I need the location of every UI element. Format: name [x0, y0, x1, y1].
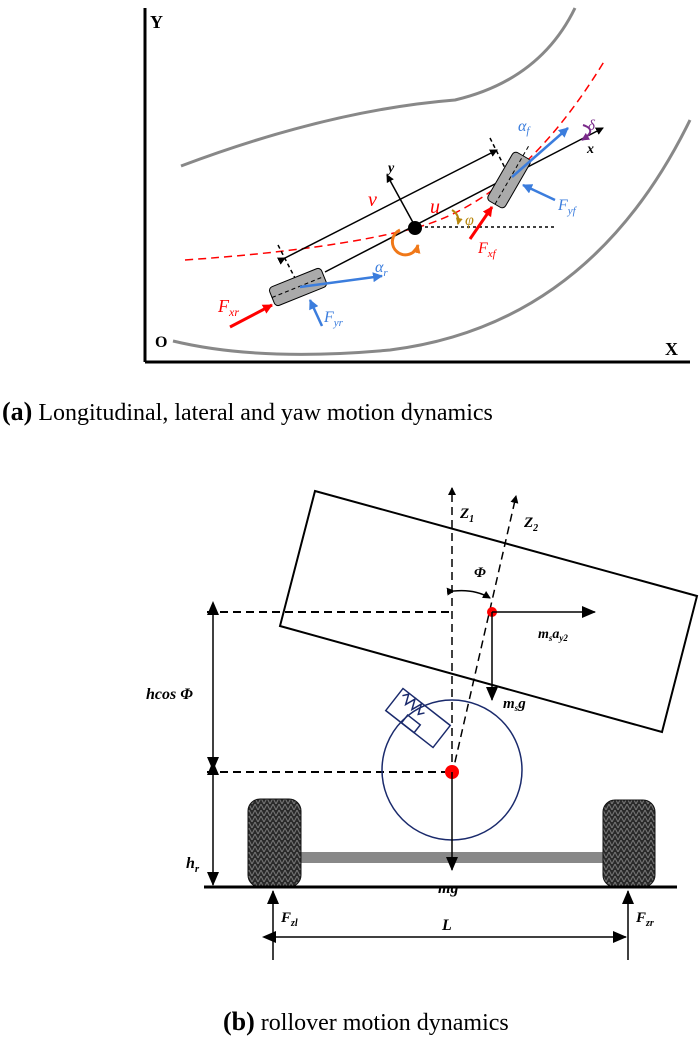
rear-dim-tick	[277, 244, 298, 283]
F-yr-arrow	[308, 299, 324, 327]
F-xr-arrow	[229, 303, 273, 329]
F-yf-label: Fyf	[557, 197, 578, 217]
axle	[298, 852, 604, 863]
body-y-axis	[386, 174, 417, 229]
F-xf-arrow	[468, 206, 494, 240]
yaw-rate-arrow	[390, 228, 421, 257]
panel-a: Y X O y x v u φ δ αf Fyf	[2, 7, 692, 426]
F-yr-label: Fyr	[323, 309, 344, 329]
Z2-axis	[451, 495, 519, 776]
F-xr-label: Fxr	[217, 296, 239, 319]
front-wheel	[487, 145, 531, 209]
sprung-weight-label: msg	[503, 696, 526, 713]
delta-label: δ	[588, 118, 596, 134]
roll-angle-label: Φ	[474, 565, 486, 581]
Z1-label: Z1	[459, 506, 474, 525]
Fzr-label: Fzr	[635, 910, 654, 929]
track-width-label: L	[441, 917, 452, 934]
hr-label: hr	[186, 855, 200, 875]
caption-b: (b) rollover motion dynamics	[223, 1007, 509, 1036]
center-of-gravity	[408, 221, 422, 235]
F-yf-arrow	[522, 183, 556, 202]
x-axis-label: X	[665, 339, 678, 359]
alpha-f-label: αf	[518, 118, 531, 137]
heading-angle-arrow	[451, 209, 463, 225]
alpha-r-label: αr	[375, 259, 388, 279]
steer-angle-arrow	[581, 124, 592, 141]
road-inner-edge	[180, 7, 577, 168]
road-outer-edge	[172, 119, 692, 356]
body-y-label: y	[386, 161, 395, 176]
right-tire	[602, 799, 656, 888]
body-x-label: x	[586, 142, 594, 157]
vehicle-body	[278, 489, 699, 734]
caption-a: (a) Longitudinal, lateral and yaw motion…	[2, 397, 493, 426]
Fzl-label: Fzl	[280, 910, 298, 929]
left-tire	[247, 798, 302, 888]
spring-damper-icon	[384, 687, 452, 749]
Z2-label: Z2	[523, 515, 538, 534]
y-axis-label: Y	[150, 12, 163, 32]
wheelbase-dimension	[276, 149, 498, 265]
hcos-label: hcos Φ	[146, 686, 193, 703]
rear-wheel	[268, 267, 328, 307]
phi-label: φ	[465, 212, 474, 229]
panel-b: Z1 Z2 Φ msay2 msg hcos Φ hr mg Fzl	[146, 487, 699, 1036]
lateral-force-label: msay2	[538, 627, 568, 643]
v-label: v	[368, 189, 377, 211]
u-label: u	[430, 196, 440, 218]
front-velocity-arrow	[511, 127, 569, 178]
rear-velocity-arrow	[299, 272, 383, 289]
roll-angle-arrow	[446, 587, 491, 599]
origin-label: O	[155, 334, 167, 351]
F-xf-label: Fxf	[477, 240, 498, 260]
